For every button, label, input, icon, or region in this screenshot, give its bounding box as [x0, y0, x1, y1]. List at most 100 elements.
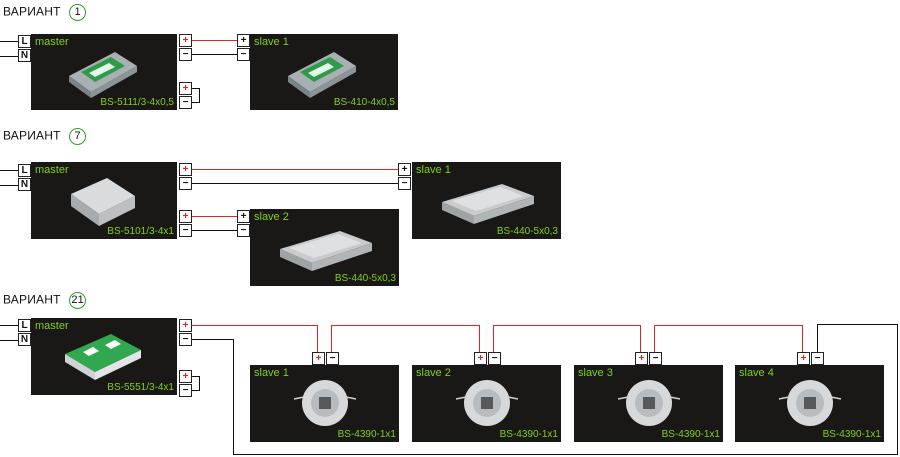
wire-minus: [192, 54, 237, 55]
terminal-plus: +: [179, 82, 192, 95]
wire-plus: [317, 325, 318, 352]
slave-model: BS-440-5x0,3: [334, 273, 396, 284]
master-panel: master BS-5101/3-4x1: [31, 162, 177, 239]
jumper-wire: [192, 102, 200, 103]
variant-number-badge: 7: [69, 128, 87, 145]
wire-plus: [192, 40, 237, 41]
slave-label: slave 3: [578, 367, 613, 379]
wire-minus: [817, 324, 818, 352]
wire-plus: [192, 169, 398, 170]
wire-minus: [192, 230, 237, 231]
slave-label: slave 2: [254, 211, 289, 223]
square-luminaire-icon: [71, 178, 135, 226]
terminal-minus: −: [179, 48, 192, 61]
slave-model: BS-4390-1x1: [337, 429, 396, 440]
terminal-plus: +: [179, 163, 192, 176]
exit-sign-luminaire-icon: [69, 52, 137, 98]
terminal-minus: −: [179, 224, 192, 237]
wire-plus: [192, 325, 318, 326]
exit-pictogram-luminaire-icon: [65, 334, 141, 380]
exit-sign-luminaire-icon: [288, 52, 356, 98]
slave-panel: slave 2 BS-440-5x0,3: [250, 209, 399, 286]
terminal-minus: −: [179, 96, 192, 109]
wire-minus: [233, 454, 898, 455]
wire-n: [0, 56, 18, 57]
jumper-wire: [199, 88, 200, 102]
wire-l: [0, 325, 18, 326]
variant-label: ВАРИАНТ: [3, 4, 61, 19]
master-model: BS-5551/3-4x1: [107, 382, 174, 393]
wire-minus: [233, 339, 234, 455]
variant-label: ВАРИАНТ: [3, 292, 61, 307]
terminal-plus: +: [179, 370, 192, 383]
wire-l: [0, 41, 18, 42]
jumper-wire: [192, 390, 200, 391]
wire-plus: [331, 325, 332, 352]
terminal-minus: −: [326, 352, 339, 365]
terminal-plus: +: [179, 34, 192, 47]
jumper-wire: [199, 376, 200, 390]
wire-plus: [479, 325, 480, 352]
terminal-plus: +: [237, 34, 250, 47]
slave-model: BS-4390-1x1: [499, 429, 558, 440]
master-model: BS-5111/3-4x0,5: [100, 97, 174, 108]
bulkhead-luminaire-icon: [280, 231, 372, 271]
terminal-minus: −: [179, 177, 192, 190]
slave-panel: slave 1 BS-410-4x0,5: [250, 34, 398, 110]
terminal-n: N: [18, 333, 31, 346]
variant-number-badge: 21: [69, 292, 87, 309]
terminal-minus: −: [649, 352, 662, 365]
wire-plus: [802, 325, 803, 352]
terminal-n: N: [18, 49, 31, 62]
slave-model: BS-4390-1x1: [822, 429, 881, 440]
wire-plus: [640, 325, 641, 352]
terminal-minus: −: [488, 352, 501, 365]
bulkhead-luminaire-icon: [442, 184, 534, 224]
terminal-l: L: [18, 164, 31, 177]
recessed-downlight-icon: [455, 380, 519, 426]
variant-title: ВАРИАНТ 21: [3, 292, 87, 309]
terminal-plus: +: [179, 210, 192, 223]
terminal-plus: +: [179, 319, 192, 332]
terminal-plus: +: [474, 352, 487, 365]
wire-minus: [192, 183, 398, 184]
terminal-minus: −: [179, 384, 192, 397]
variant-title: ВАРИАНТ 7: [3, 128, 87, 145]
wire-minus: [817, 324, 898, 325]
master-model: BS-5101/3-4x1: [107, 226, 174, 237]
wire-plus: [493, 325, 494, 352]
slave-panel: slave 1 BS-4390-1x1: [250, 365, 399, 442]
jumper-wire: [192, 376, 200, 377]
slave-label: slave 1: [254, 367, 289, 379]
terminal-plus: +: [797, 352, 810, 365]
wire-plus: [654, 325, 655, 352]
master-label: master: [35, 36, 69, 48]
slave-label: slave 2: [416, 367, 451, 379]
terminal-n: N: [18, 178, 31, 191]
slave-panel: slave 3 BS-4390-1x1: [574, 365, 723, 442]
wire-plus: [493, 325, 641, 326]
recessed-downlight-icon: [778, 380, 842, 426]
terminal-plus: +: [312, 352, 325, 365]
recessed-downlight-icon: [293, 380, 357, 426]
wire-n: [0, 340, 18, 341]
slave-label: slave 1: [254, 36, 289, 48]
master-label: master: [35, 320, 69, 332]
slave-panel: slave 4 BS-4390-1x1: [735, 365, 884, 442]
slave-model: BS-440-5x0,3: [496, 226, 558, 237]
slave-label: slave 1: [416, 164, 451, 176]
terminal-plus: +: [237, 210, 250, 223]
slave-panel: slave 1 BS-440-5x0,3: [412, 162, 561, 239]
slave-model: BS-410-4x0,5: [333, 97, 395, 108]
wire-plus: [331, 325, 480, 326]
terminal-plus: +: [398, 163, 411, 176]
wire-minus: [897, 324, 898, 455]
master-panel: master BS-5551/3-4x1: [31, 318, 177, 395]
terminal-minus: −: [811, 352, 824, 365]
terminal-l: L: [18, 319, 31, 332]
slave-label: slave 4: [739, 367, 774, 379]
slave-panel: slave 2 BS-4390-1x1: [412, 365, 561, 442]
terminal-minus: −: [237, 48, 250, 61]
wire-l: [0, 170, 18, 171]
master-panel: master BS-5111/3-4x0,5: [31, 34, 177, 110]
